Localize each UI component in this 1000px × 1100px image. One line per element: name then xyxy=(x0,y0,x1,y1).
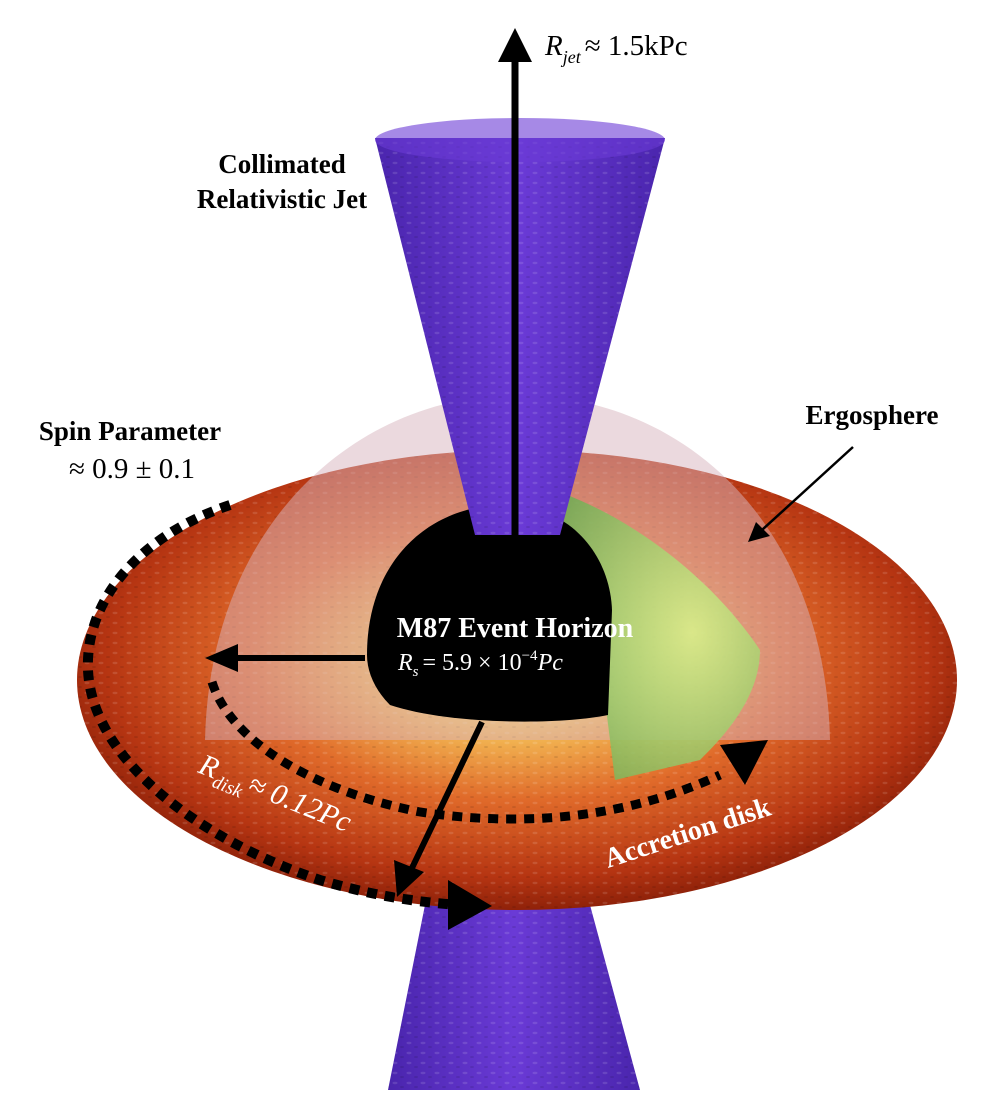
ergosphere-pointer-arrowhead xyxy=(748,522,770,542)
inner-rotation-arrowhead xyxy=(720,740,768,785)
jet-radius-value: ≈ 1.5kPc xyxy=(585,30,688,62)
lower-jet-texture xyxy=(388,905,640,1090)
upper-jet-rim xyxy=(375,118,665,162)
horizon-radius-exponent: −4 xyxy=(522,648,538,664)
disk-radius-diagonal-arrowhead xyxy=(394,860,424,897)
ergosphere-pointer-arrow xyxy=(761,446,854,531)
inner-rotation-path xyxy=(207,680,722,824)
upper-jet-texture xyxy=(375,138,665,535)
spin-value: ≈ 0.9 ± 0.1 xyxy=(69,453,195,485)
ergosphere-label: Ergosphere xyxy=(806,400,939,430)
jet-radius-symbol: R xyxy=(544,30,563,62)
jet-radius-subscript: jet xyxy=(561,47,582,67)
jet-radius-label: Rjet≈ 1.5kPc xyxy=(544,30,688,67)
horizon-title: M87 Event Horizon xyxy=(397,613,634,644)
horizon-radius-symbol: R xyxy=(397,650,413,676)
horizon-radius-label: Rs= 5.9 × 10−4Pc xyxy=(397,648,563,680)
disk-radius-diagonal-arrow xyxy=(409,720,485,870)
spin-rotation-arrowhead xyxy=(448,880,492,930)
event-horizon xyxy=(367,505,612,722)
jet-title-line2: Relativistic Jet xyxy=(197,184,367,214)
disk-radius-horizontal-arrowhead xyxy=(205,644,238,672)
horizon-radius-unit: Pc xyxy=(537,650,564,676)
horizon-radius-value: = 5.9 × 10 xyxy=(423,650,522,676)
spin-rotation-path xyxy=(82,500,481,911)
spin-title: Spin Parameter xyxy=(39,416,221,446)
horizon-radius-subscript: s xyxy=(413,664,419,680)
jet-title-line1: Collimated xyxy=(218,149,346,179)
jet-axis-arrowhead xyxy=(498,28,532,62)
